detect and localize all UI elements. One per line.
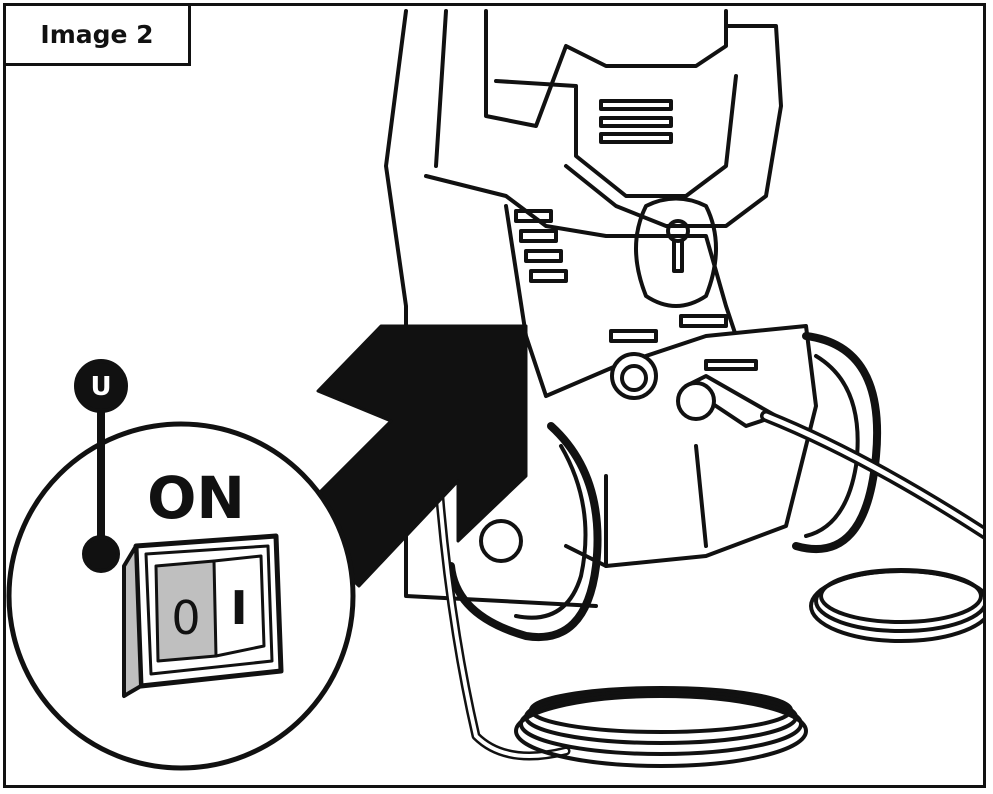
switch-off-symbol: 0 [171,591,200,645]
image-label: Image 2 [6,6,191,66]
pressure-washer-body [386,11,877,637]
illustration-frame: Image 2 [3,3,986,788]
pressure-washer-illustration: U ON 0 I [6,6,986,788]
marker-pin-dot [84,537,118,571]
power-switch-icon [124,536,281,696]
switch-state-label: ON [147,464,245,532]
switch-on-symbol: I [230,581,247,635]
marker-letter: U [90,372,111,402]
